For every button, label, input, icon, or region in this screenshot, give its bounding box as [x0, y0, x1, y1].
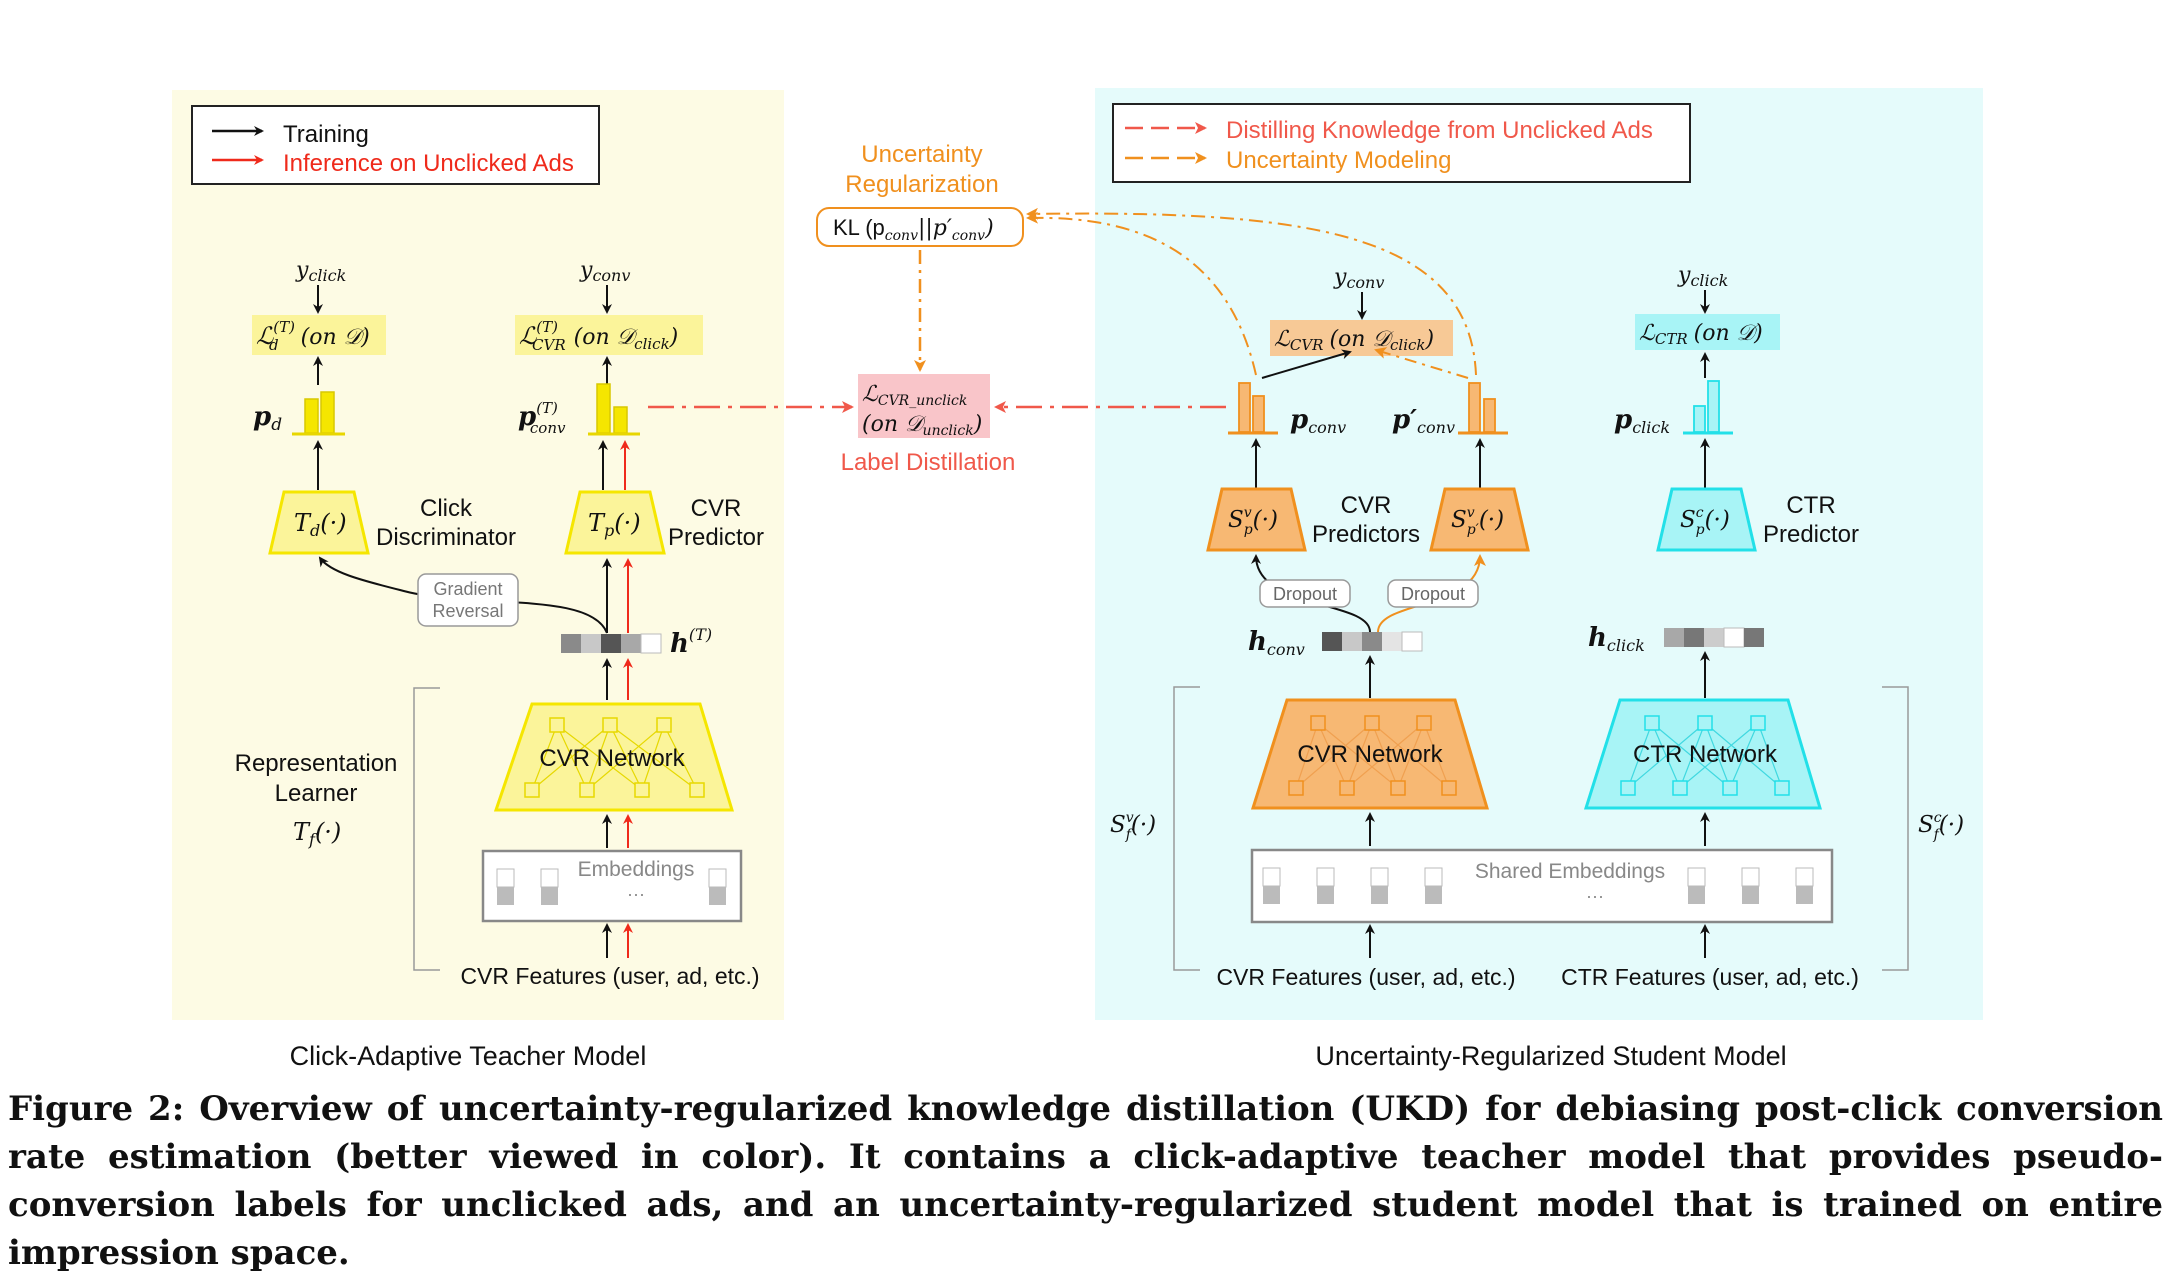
legend-distill-label: Distilling Knowledge from Unclicked Ads	[1226, 117, 1653, 144]
teacher-loss-cvr-box	[515, 315, 703, 355]
student-sp2-head	[1429, 487, 1530, 552]
student-cvr-features-label: CVR Features (user, ad, etc.)	[1216, 964, 1515, 990]
shared-embeddings-label: Shared Embeddings	[1475, 860, 1665, 883]
student-cvr-network	[1250, 698, 1490, 810]
teacher-td-label: Td(·)	[294, 509, 347, 540]
student-pconv2-bars	[1458, 382, 1508, 435]
student-loss-cvr: ℒCVR(on 𝒟click)	[1274, 327, 1434, 354]
teacher-loss-d: ℒ(T)d(on 𝒟)	[256, 318, 370, 354]
unc-curve-1	[1026, 211, 1257, 376]
student-h-conv: hconv	[1248, 627, 1305, 659]
teacher-y-click: yclick	[295, 258, 346, 285]
student-ctr-network-label: CTR Network	[1633, 741, 1778, 768]
figure-caption: Figure 2: Overview of uncertainty-regula…	[8, 1089, 2163, 1273]
unclick-loss-box	[858, 374, 990, 438]
teacher-panel-title: Click-Adaptive Teacher Model	[290, 1041, 647, 1071]
student-ctr-features-label: CTR Features (user, ad, etc.)	[1561, 964, 1859, 990]
student-y-conv: yconv	[1333, 265, 1384, 292]
shared-embeddings-ellipsis: ···	[1586, 886, 1604, 906]
dropout-box-right	[1387, 579, 1479, 608]
teacher-rep-bracket	[413, 687, 440, 971]
teacher-embeddings	[481, 849, 743, 923]
student-loss-ctr-box	[1635, 314, 1780, 350]
legend-left: Training Inference on Unclicked Ads	[191, 105, 600, 185]
student-pconv-bars	[1228, 382, 1278, 435]
unc-curve-2	[1026, 207, 1477, 376]
teacher-tp-label: Tp(·)	[588, 509, 641, 540]
teacher-tp-head	[564, 490, 666, 555]
teacher-embeddings-label: Embeddings	[578, 858, 695, 881]
teacher-features-label: CVR Features (user, ad, etc.)	[460, 963, 759, 989]
student-sp-head	[1206, 487, 1307, 552]
teacher-p-d: pd	[253, 402, 282, 435]
student-left-bracket	[1173, 686, 1200, 971]
kl-label: KL (pconv||p′conv)	[833, 215, 994, 244]
student-p-conv2: p′conv	[1392, 405, 1455, 437]
teacher-pd-bars	[292, 391, 345, 436]
unclick-loss-label: ℒCVR_unclick	[862, 382, 967, 409]
dropout-box-left	[1259, 579, 1351, 608]
student-loss-cvr-box	[1270, 320, 1453, 356]
label-distillation-label: Label Distillation	[841, 449, 1016, 476]
teacher-embeddings-ellipsis: ···	[627, 884, 645, 904]
teacher-network-label: CVR Network	[539, 745, 685, 772]
legend-uncertainty-label: Uncertainty Modeling	[1226, 147, 1451, 174]
teacher-h-label: h(T)	[670, 625, 712, 659]
teacher-loss-cvr: ℒ(T)CVR(on 𝒟click)	[519, 318, 678, 354]
unclick-on-label: (on 𝒟unclick)	[862, 412, 982, 439]
student-panel-title: Uncertainty-Regularized Student Model	[1315, 1041, 1786, 1071]
teacher-h-vector	[561, 633, 662, 654]
student-pclick-bars	[1683, 380, 1733, 435]
teacher-td-head	[268, 490, 370, 555]
student-p-conv: pconv	[1290, 405, 1346, 437]
teacher-p-conv: p(T)conv	[518, 399, 566, 437]
teacher-y-conv: yconv	[579, 258, 630, 285]
student-h-click-vector	[1664, 627, 1764, 648]
dropout-label-right: Dropout	[1401, 584, 1465, 604]
teacher-cvr-network	[493, 702, 735, 812]
kl-box	[816, 207, 1024, 247]
student-cvr-network-label: CVR Network	[1297, 741, 1443, 768]
legend-inference-label: Inference on Unclicked Ads	[283, 150, 574, 177]
teacher-pconv-bars	[588, 383, 640, 436]
teacher-tf-label: Tf(·)	[293, 818, 341, 849]
legend-right: Distilling Knowledge from Unclicked Ads …	[1112, 103, 1691, 183]
student-spc-head	[1656, 487, 1757, 552]
figure: Training Inference on Unclicked Ads Dist…	[172, 88, 1983, 1071]
legend-training-label: Training	[283, 121, 369, 148]
student-ctr-network	[1583, 698, 1823, 810]
student-right-bracket	[1882, 686, 1909, 971]
student-shared-embeddings	[1250, 848, 1834, 924]
gradient-reversal-box	[417, 573, 519, 627]
student-loss-ctr: ℒCTR(on 𝒟)	[1639, 321, 1763, 348]
teacher-loss-d-box	[252, 315, 386, 355]
student-h-click: hclick	[1588, 623, 1645, 655]
student-h-conv-vector	[1322, 631, 1423, 652]
student-p-click: pclick	[1614, 405, 1670, 437]
dropout-label-left: Dropout	[1273, 584, 1337, 604]
student-y-click: yclick	[1677, 263, 1728, 290]
